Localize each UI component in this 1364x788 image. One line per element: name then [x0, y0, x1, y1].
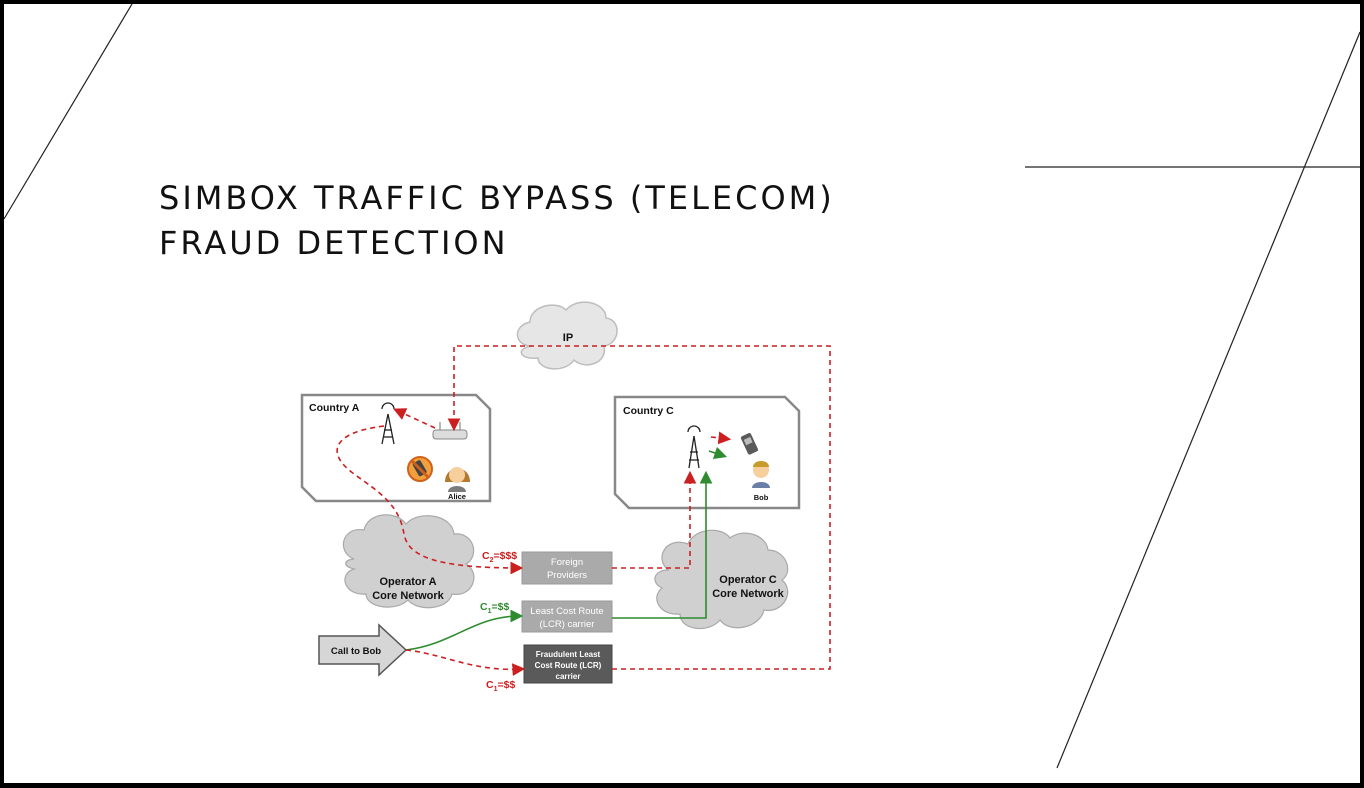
bob-label: Bob [754, 493, 769, 502]
fraud-path [336, 345, 831, 676]
fraud-lcr-line-2: Cost Route (LCR) [535, 661, 602, 670]
no-phone-icon [407, 456, 433, 482]
cell-tower-icon [687, 425, 701, 469]
operator-c-cloud: Operator C Core Network [654, 529, 789, 630]
alice-avatar-icon [445, 467, 470, 492]
deco-line-left [4, 4, 133, 220]
operator-c-line-2: Core Network [712, 588, 784, 600]
fraud-lcr-line-1: Fraudulent Least [536, 650, 601, 659]
operator-a-cloud: Operator A Core Network [342, 514, 475, 609]
call-to-bob-arrow: Call to Bob [318, 623, 408, 677]
foreign-providers-line-2: Providers [547, 570, 587, 581]
ip-cloud: IP [516, 301, 618, 370]
deco-line-right [1056, 31, 1360, 769]
slide: SIMBOX TRAFFIC BYPASS (TELECOM) FRAUD DE… [4, 4, 1360, 783]
operator-a-line-2: Core Network [372, 590, 444, 602]
cost-foreign-label: C2=$$$ [482, 550, 517, 564]
alice-label: Alice [448, 492, 466, 501]
simbox-diagram: IP Country A [300, 301, 831, 693]
cost-fraud-label: C1=$$ [486, 679, 515, 693]
decorative-lines [4, 4, 1360, 769]
slide-title: SIMBOX TRAFFIC BYPASS (TELECOM) FRAUD DE… [159, 176, 835, 266]
legit-path [405, 446, 728, 651]
cell-tower-icon [381, 402, 395, 445]
ip-label: IP [563, 332, 573, 344]
foreign-providers-line-1: Foreign [551, 557, 583, 568]
lcr-carrier-box: Least Cost Route (LCR) carrier [521, 600, 613, 633]
country-c-box: Country C Bob [613, 395, 801, 510]
title-line-1: SIMBOX TRAFFIC BYPASS (TELECOM) [159, 179, 835, 217]
country-a-box: Country A Al [300, 393, 492, 503]
bob-avatar-icon [752, 461, 770, 488]
fraud-lcr-line-3: carrier [556, 672, 581, 681]
title-line-2: FRAUD DETECTION [159, 224, 509, 262]
cost-lcr-label: C1=$$ [480, 601, 509, 615]
operator-c-line-1: Operator C [719, 574, 777, 586]
lcr-carrier-line-2: (LCR) carrier [540, 619, 595, 630]
country-c-label: Country C [623, 405, 674, 417]
fraud-lcr-carrier-box: Fraudulent Least Cost Route (LCR) carrie… [523, 644, 613, 684]
country-a-label: Country A [309, 402, 360, 414]
mobile-phone-icon [740, 433, 759, 455]
lcr-carrier-line-1: Least Cost Route [530, 606, 603, 617]
call-to-bob-label: Call to Bob [331, 646, 381, 657]
foreign-providers-box: Foreign Providers [521, 551, 613, 585]
operator-a-line-1: Operator A [379, 576, 436, 588]
